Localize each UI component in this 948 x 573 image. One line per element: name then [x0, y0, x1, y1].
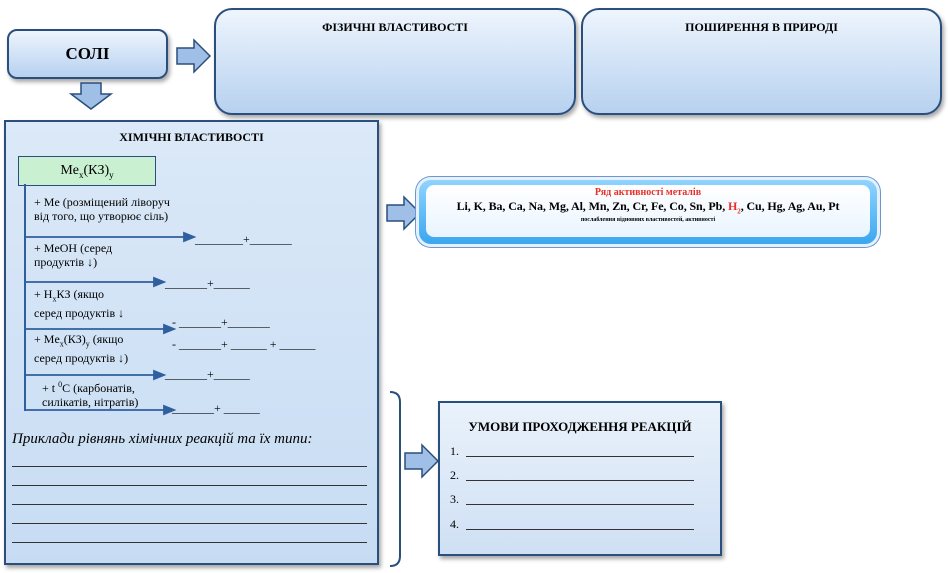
- activity-series-title: Ряд активності металів: [594, 187, 702, 198]
- reaction-4-me: + Me: [34, 332, 60, 346]
- condition-line-3[interactable]: [466, 504, 694, 505]
- examples-label: Приклади рівнянь хімічних реакцій та їх …: [12, 431, 313, 447]
- condition-line-1[interactable]: [466, 456, 694, 457]
- reaction-5-post: C (карбонатів,: [62, 381, 135, 395]
- chemical-properties-title: ХІМІЧНІ ВЛАСТИВОСТІ: [119, 130, 264, 144]
- salt-formula-box: Mex(КЗ)y: [18, 156, 156, 186]
- reaction-4-line-2: серед продуктів ↓): [34, 351, 129, 366]
- reaction-5-blank-1[interactable]: _______+______: [165, 367, 250, 381]
- salts-label: СОЛІ: [65, 44, 110, 63]
- reaction-4-ks: (КЗ): [63, 332, 86, 346]
- condition-line-2[interactable]: [466, 480, 694, 481]
- reaction-3-post: КЗ (якщо: [56, 287, 105, 301]
- arrow-right-icon: [386, 195, 422, 231]
- reaction-3-x: x: [52, 294, 57, 304]
- formula-acid-residue: (КЗ): [83, 163, 110, 178]
- physical-properties-box: ФІЗИЧНІ ВЛАСТИВОСТІ: [214, 8, 576, 115]
- reaction-1-line-1: + Me (розміщений ліворуч: [34, 195, 170, 209]
- reaction-3-text: + HxКЗ (якщо серед продуктів ↓: [34, 287, 124, 320]
- reaction-conditions-title: УМОВИ ПРОХОДЖЕННЯ РЕАКЦІЙ: [468, 419, 692, 434]
- activity-series-metals-1: Li, K, Ba, Ca, Na, Mg, Al, Mn, Zn, Cr, F…: [456, 199, 729, 213]
- reaction-5-line-2: силікатів, нітратів): [42, 395, 139, 409]
- reaction-5-degree: 0: [58, 380, 63, 389]
- activity-series-hydrogen: H: [728, 199, 738, 213]
- reaction-3-line-2: серед продуктів ↓: [34, 306, 125, 321]
- activity-series-hydrogen-sub: 2: [737, 207, 741, 216]
- condition-item-4-number: 4.: [450, 517, 459, 531]
- reaction-3-blank[interactable]: - _______+_______: [172, 315, 270, 329]
- reaction-2-line-2: продуктів ↓): [34, 255, 98, 269]
- reactions-connector-line: [24, 184, 26, 411]
- reaction-4-post: (якщо: [89, 332, 124, 346]
- reaction-5-text: + t 0C (карбонатів, силікатів, нітратів): [42, 378, 138, 409]
- reaction-1-blank[interactable]: ________+_______: [195, 232, 292, 246]
- answer-line-5[interactable]: [12, 542, 367, 543]
- nature-occurrence-title: ПОШИРЕННЯ В ПРИРОДІ: [685, 20, 838, 34]
- salts-box: СОЛІ: [7, 29, 168, 79]
- reaction-4-blank[interactable]: - _______+ ______ + ______: [172, 337, 316, 351]
- formula-x: x: [78, 169, 84, 180]
- answer-line-4[interactable]: [12, 523, 367, 524]
- nature-occurrence-box: ПОШИРЕННЯ В ПРИРОДІ: [581, 8, 942, 115]
- reaction-1-text: + Me (розміщений ліворуч від того, що ут…: [34, 195, 170, 223]
- reaction-2-text: + MeOH (серед продуктів ↓): [34, 241, 112, 269]
- formula-y: y: [109, 169, 114, 180]
- arrow-right-icon: [404, 443, 440, 479]
- condition-item-2-number: 2.: [450, 468, 459, 482]
- activity-series-inner: Ряд активності металів Li, K, Ba, Ca, Na…: [426, 185, 870, 237]
- metal-activity-series: Ряд активності металів Li, K, Ba, Ca, Na…: [419, 180, 877, 244]
- activity-series-caption: послаблення відновних властивостей, акти…: [580, 217, 716, 224]
- bracket: [389, 391, 401, 567]
- reaction-5-t: + t: [42, 381, 59, 395]
- answer-line-2[interactable]: [12, 485, 367, 486]
- condition-line-4[interactable]: [466, 529, 694, 530]
- activity-series-metals-2: , Cu, Hg, Ag, Au, Pt: [740, 199, 840, 213]
- activity-series-list: Li, K, Ba, Ca, Na, Mg, Al, Mn, Zn, Cr, F…: [426, 199, 870, 215]
- reaction-arrows: [24, 231, 197, 416]
- answer-line-1[interactable]: [12, 466, 367, 467]
- condition-item-3-number: 3.: [450, 492, 459, 506]
- reaction-3-h: + H: [34, 287, 53, 301]
- reaction-5-blank-2[interactable]: _______+ ______: [172, 401, 260, 415]
- physical-properties-title: ФІЗИЧНІ ВЛАСТИВОСТІ: [322, 20, 468, 34]
- reaction-1-line-2: від того, що утворює сіль): [34, 209, 169, 223]
- reaction-4-x: x: [59, 339, 64, 349]
- reaction-2-blank[interactable]: _______+______: [165, 276, 250, 290]
- reaction-4-text: + Mex(КЗ)y (якщо серед продуктів ↓): [34, 332, 128, 365]
- reaction-4-y: y: [85, 339, 90, 349]
- reaction-conditions-box: УМОВИ ПРОХОДЖЕННЯ РЕАКЦІЙ: [438, 401, 722, 556]
- answer-line-3[interactable]: [12, 504, 367, 505]
- chemical-properties-panel: ХІМІЧНІ ВЛАСТИВОСТІ: [4, 120, 379, 565]
- arrow-down-icon: [68, 82, 114, 110]
- arrow-right-icon: [176, 38, 212, 74]
- reaction-2-line-1: + MeOH (серед: [34, 241, 113, 255]
- condition-item-1-number: 1.: [450, 444, 459, 458]
- formula-me: Me: [60, 163, 79, 178]
